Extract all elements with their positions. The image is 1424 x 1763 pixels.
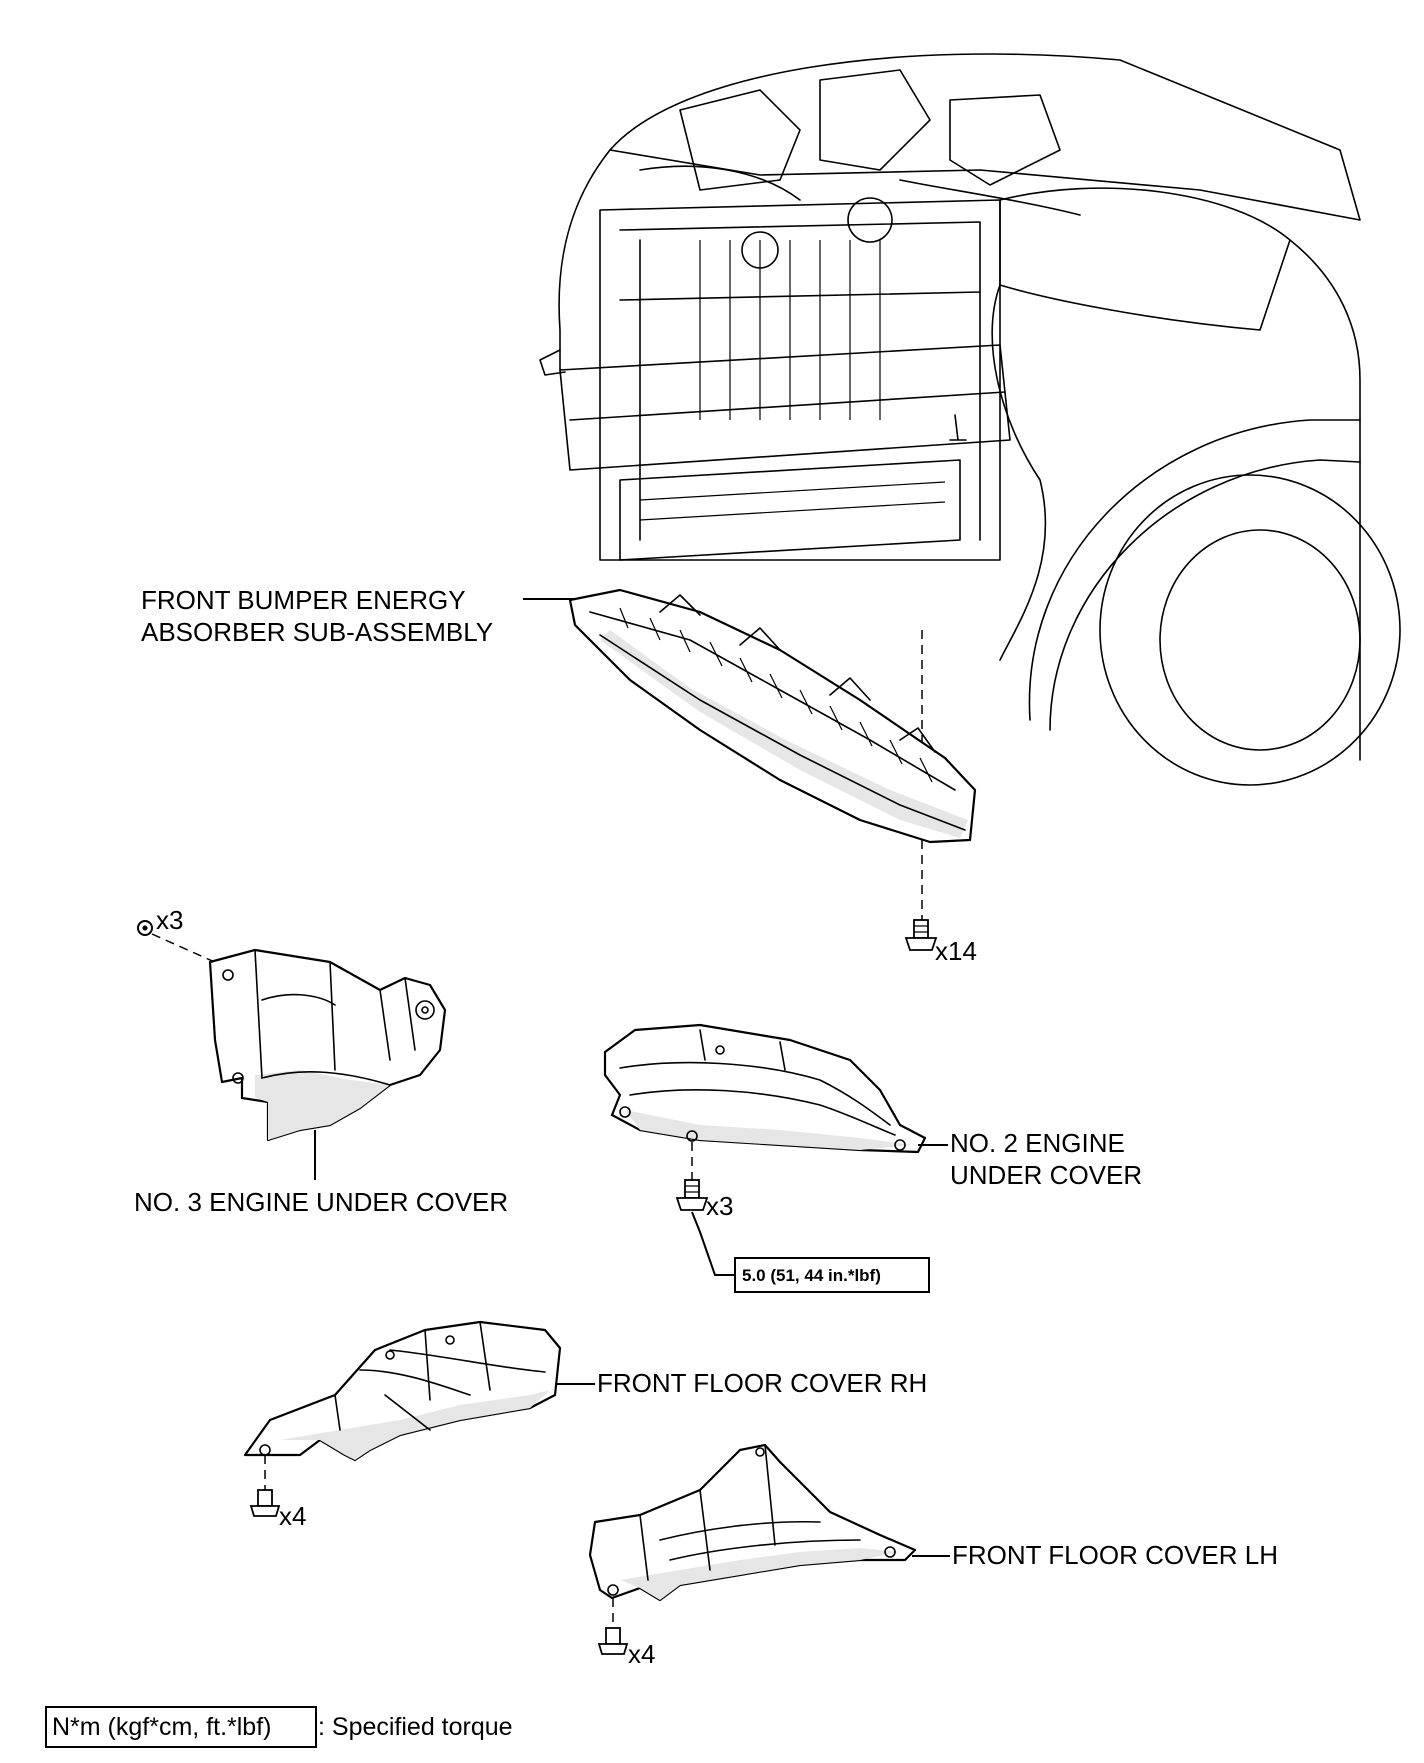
label-front-floor-cover-rh: FRONT FLOOR COVER RH bbox=[597, 1368, 927, 1398]
qty-cover3-fasteners: x3 bbox=[156, 905, 183, 935]
qty-cover2-fasteners: x3 bbox=[706, 1191, 733, 1221]
torque-spec-value: 5.0 (51, 44 in.*lbf) bbox=[742, 1266, 881, 1285]
qty-absorber-fasteners: x14 bbox=[935, 936, 977, 966]
bolt-icon bbox=[249, 1489, 281, 1517]
no3-engine-under-cover-part bbox=[208, 948, 447, 1142]
torque-spec-box bbox=[734, 1257, 930, 1293]
bolt-icon bbox=[904, 919, 938, 951]
label-no3-engine-under-cover: NO. 3 ENGINE UNDER COVER bbox=[134, 1187, 508, 1217]
clip-icon bbox=[137, 920, 153, 936]
vehicle-front-illustration bbox=[539, 53, 1401, 786]
front-bumper-energy-absorber-part bbox=[568, 588, 977, 844]
front-floor-cover-rh-part bbox=[243, 1320, 562, 1462]
qty-floor-lh-fasteners: x4 bbox=[628, 1639, 655, 1669]
label-no2-engine-under-cover-line1: NO. 2 ENGINE bbox=[950, 1128, 1125, 1158]
label-no2-engine-under-cover-line2: UNDER COVER bbox=[950, 1160, 1142, 1190]
legend-unit-box bbox=[45, 1706, 317, 1748]
label-front-floor-cover-lh: FRONT FLOOR COVER LH bbox=[952, 1540, 1278, 1570]
bolt-icon bbox=[597, 1627, 629, 1655]
legend-unit: N*m (kgf*cm, ft.*lbf) bbox=[52, 1713, 271, 1741]
no2-engine-under-cover-part bbox=[603, 1023, 927, 1154]
bolt-icon bbox=[675, 1179, 709, 1211]
legend-description: : Specified torque bbox=[318, 1713, 513, 1741]
qty-floor-rh-fasteners: x4 bbox=[279, 1501, 306, 1531]
label-bumper-absorber-line1: FRONT BUMPER ENERGY bbox=[141, 585, 466, 615]
leader-torque bbox=[691, 1211, 735, 1276]
front-floor-cover-lh-part bbox=[588, 1443, 917, 1602]
label-bumper-absorber-line2: ABSORBER SUB-ASSEMBLY bbox=[141, 617, 493, 647]
